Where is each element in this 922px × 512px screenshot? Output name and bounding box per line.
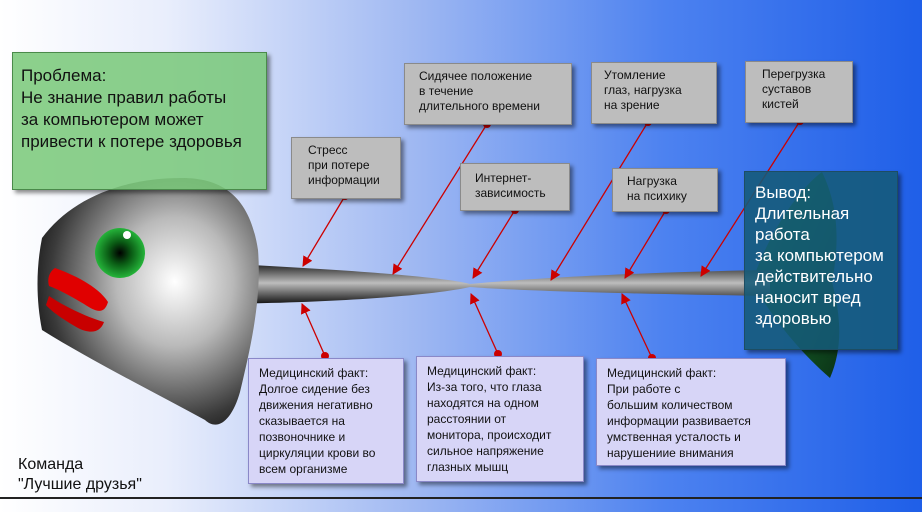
fact-line: сильное напряжение: [427, 444, 544, 458]
cause-line: Интернет-: [475, 171, 532, 185]
cause-line: длительного времени: [419, 99, 540, 113]
conclusion-line: Длительная: [755, 204, 850, 223]
team-line: Команда: [18, 456, 84, 473]
conclusion-line: Вывод:: [755, 183, 812, 202]
fact-line: большим количеством: [607, 398, 733, 412]
team-line: "Лучшие друзья": [18, 476, 142, 493]
fish-eye-icon: [95, 228, 145, 278]
fact-line: умственная усталость и: [607, 430, 741, 444]
fact-box-mind: Медицинский факт: При работе с большим к…: [596, 358, 786, 466]
fact-line: Долгое сидение без: [259, 382, 370, 396]
fact-line: сказывается на: [259, 414, 345, 428]
cause-line: зависимость: [475, 186, 546, 200]
cause-line: Утомление: [604, 68, 666, 82]
fact-line: позвоночнике и: [259, 430, 346, 444]
conclusion-line: наносит вред: [755, 288, 861, 307]
cause-box-stress: Стресс при потере информации: [291, 137, 401, 199]
fact-box-spine: Медицинский факт: Долгое сидение без дви…: [248, 358, 404, 484]
cause-box-sitting: Сидячее положение в течение длительного …: [404, 63, 572, 125]
fact-line: При работе с: [607, 382, 681, 396]
fish-head: [37, 178, 259, 425]
fact-line: находятся на одном: [427, 396, 539, 410]
problem-line: за компьютером может: [21, 110, 204, 129]
fact-line: монитора, происходит: [427, 428, 552, 442]
cause-line: Нагрузка: [627, 174, 677, 188]
cause-line: Стресс: [308, 143, 348, 157]
fish-spine: [190, 262, 770, 304]
fact-line: движения негативно: [259, 398, 373, 412]
cause-line: кистей: [762, 97, 799, 111]
fact-line: Из-за того, что глаза: [427, 380, 542, 394]
cause-box-eyes: Утомление глаз, нагрузка на зрение: [591, 62, 717, 124]
fact-line: Медицинский факт:: [259, 366, 369, 380]
conclusion-line: работа: [755, 225, 810, 244]
fish-lips-icon: [48, 268, 108, 311]
fact-line: нарушениие внимания: [607, 446, 734, 460]
fact-line: глазных мышц: [427, 460, 509, 474]
conclusion-line: за компьютером: [755, 246, 884, 265]
cause-box-internet: Интернет- зависимость: [460, 163, 570, 211]
cause-line: при потере: [308, 158, 370, 172]
fact-line: циркуляции крови во: [259, 446, 376, 460]
cause-line: Перегрузка: [762, 67, 826, 81]
problem-line: привести к потере здоровья: [21, 132, 242, 151]
fact-line: всем организме: [259, 462, 348, 476]
conclusion-line: здоровью: [755, 309, 832, 328]
fact-line: информации развивается: [607, 414, 751, 428]
cause-line: на зрение: [604, 98, 660, 112]
problem-line: Проблема:: [21, 66, 107, 85]
fact-line: Медицинский факт:: [427, 364, 537, 378]
cause-box-psyche: Нагрузка на психику: [612, 168, 718, 212]
problem-box: Проблема: Не знание правил работы за ком…: [12, 52, 267, 190]
cause-box-joints: Перегрузка суставов кистей: [745, 61, 853, 123]
fact-line: Медицинский факт:: [607, 366, 717, 380]
bottom-divider: [0, 497, 922, 499]
cause-line: Сидячее положение: [419, 69, 533, 83]
cause-line: глаз, нагрузка: [604, 83, 682, 97]
fact-box-eyes: Медицинский факт: Из-за того, что глаза …: [416, 356, 584, 482]
conclusion-box: Вывод: Длительная работа за компьютером …: [744, 171, 898, 350]
cause-line: на психику: [627, 189, 687, 203]
problem-line: Не знание правил работы: [21, 88, 227, 107]
fact-line: расстоянии от: [427, 412, 507, 426]
cause-line: в течение: [419, 84, 474, 98]
conclusion-line: действительно: [755, 267, 873, 286]
cause-line: информации: [308, 173, 380, 187]
team-label: Команда "Лучшие друзья": [18, 455, 142, 495]
cause-line: суставов: [762, 82, 812, 96]
